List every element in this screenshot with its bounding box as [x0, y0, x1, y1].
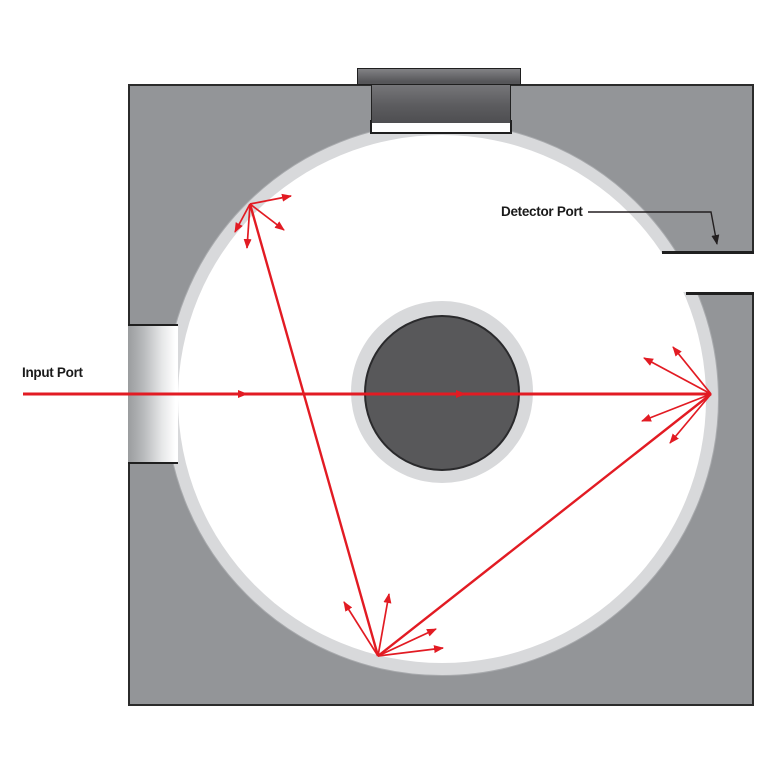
- center-baffle: [364, 315, 520, 471]
- detector-port-opening: [662, 254, 758, 292]
- input-port-label: Input Port: [22, 365, 83, 380]
- input-port-opening: [128, 324, 178, 464]
- top-port-plug-body: [371, 84, 511, 123]
- detector-port-top-edge: [662, 251, 754, 254]
- top-port-plug-flange: [357, 68, 521, 85]
- detector-port-label: Detector Port: [501, 204, 583, 219]
- detector-port-bottom-edge: [686, 292, 754, 295]
